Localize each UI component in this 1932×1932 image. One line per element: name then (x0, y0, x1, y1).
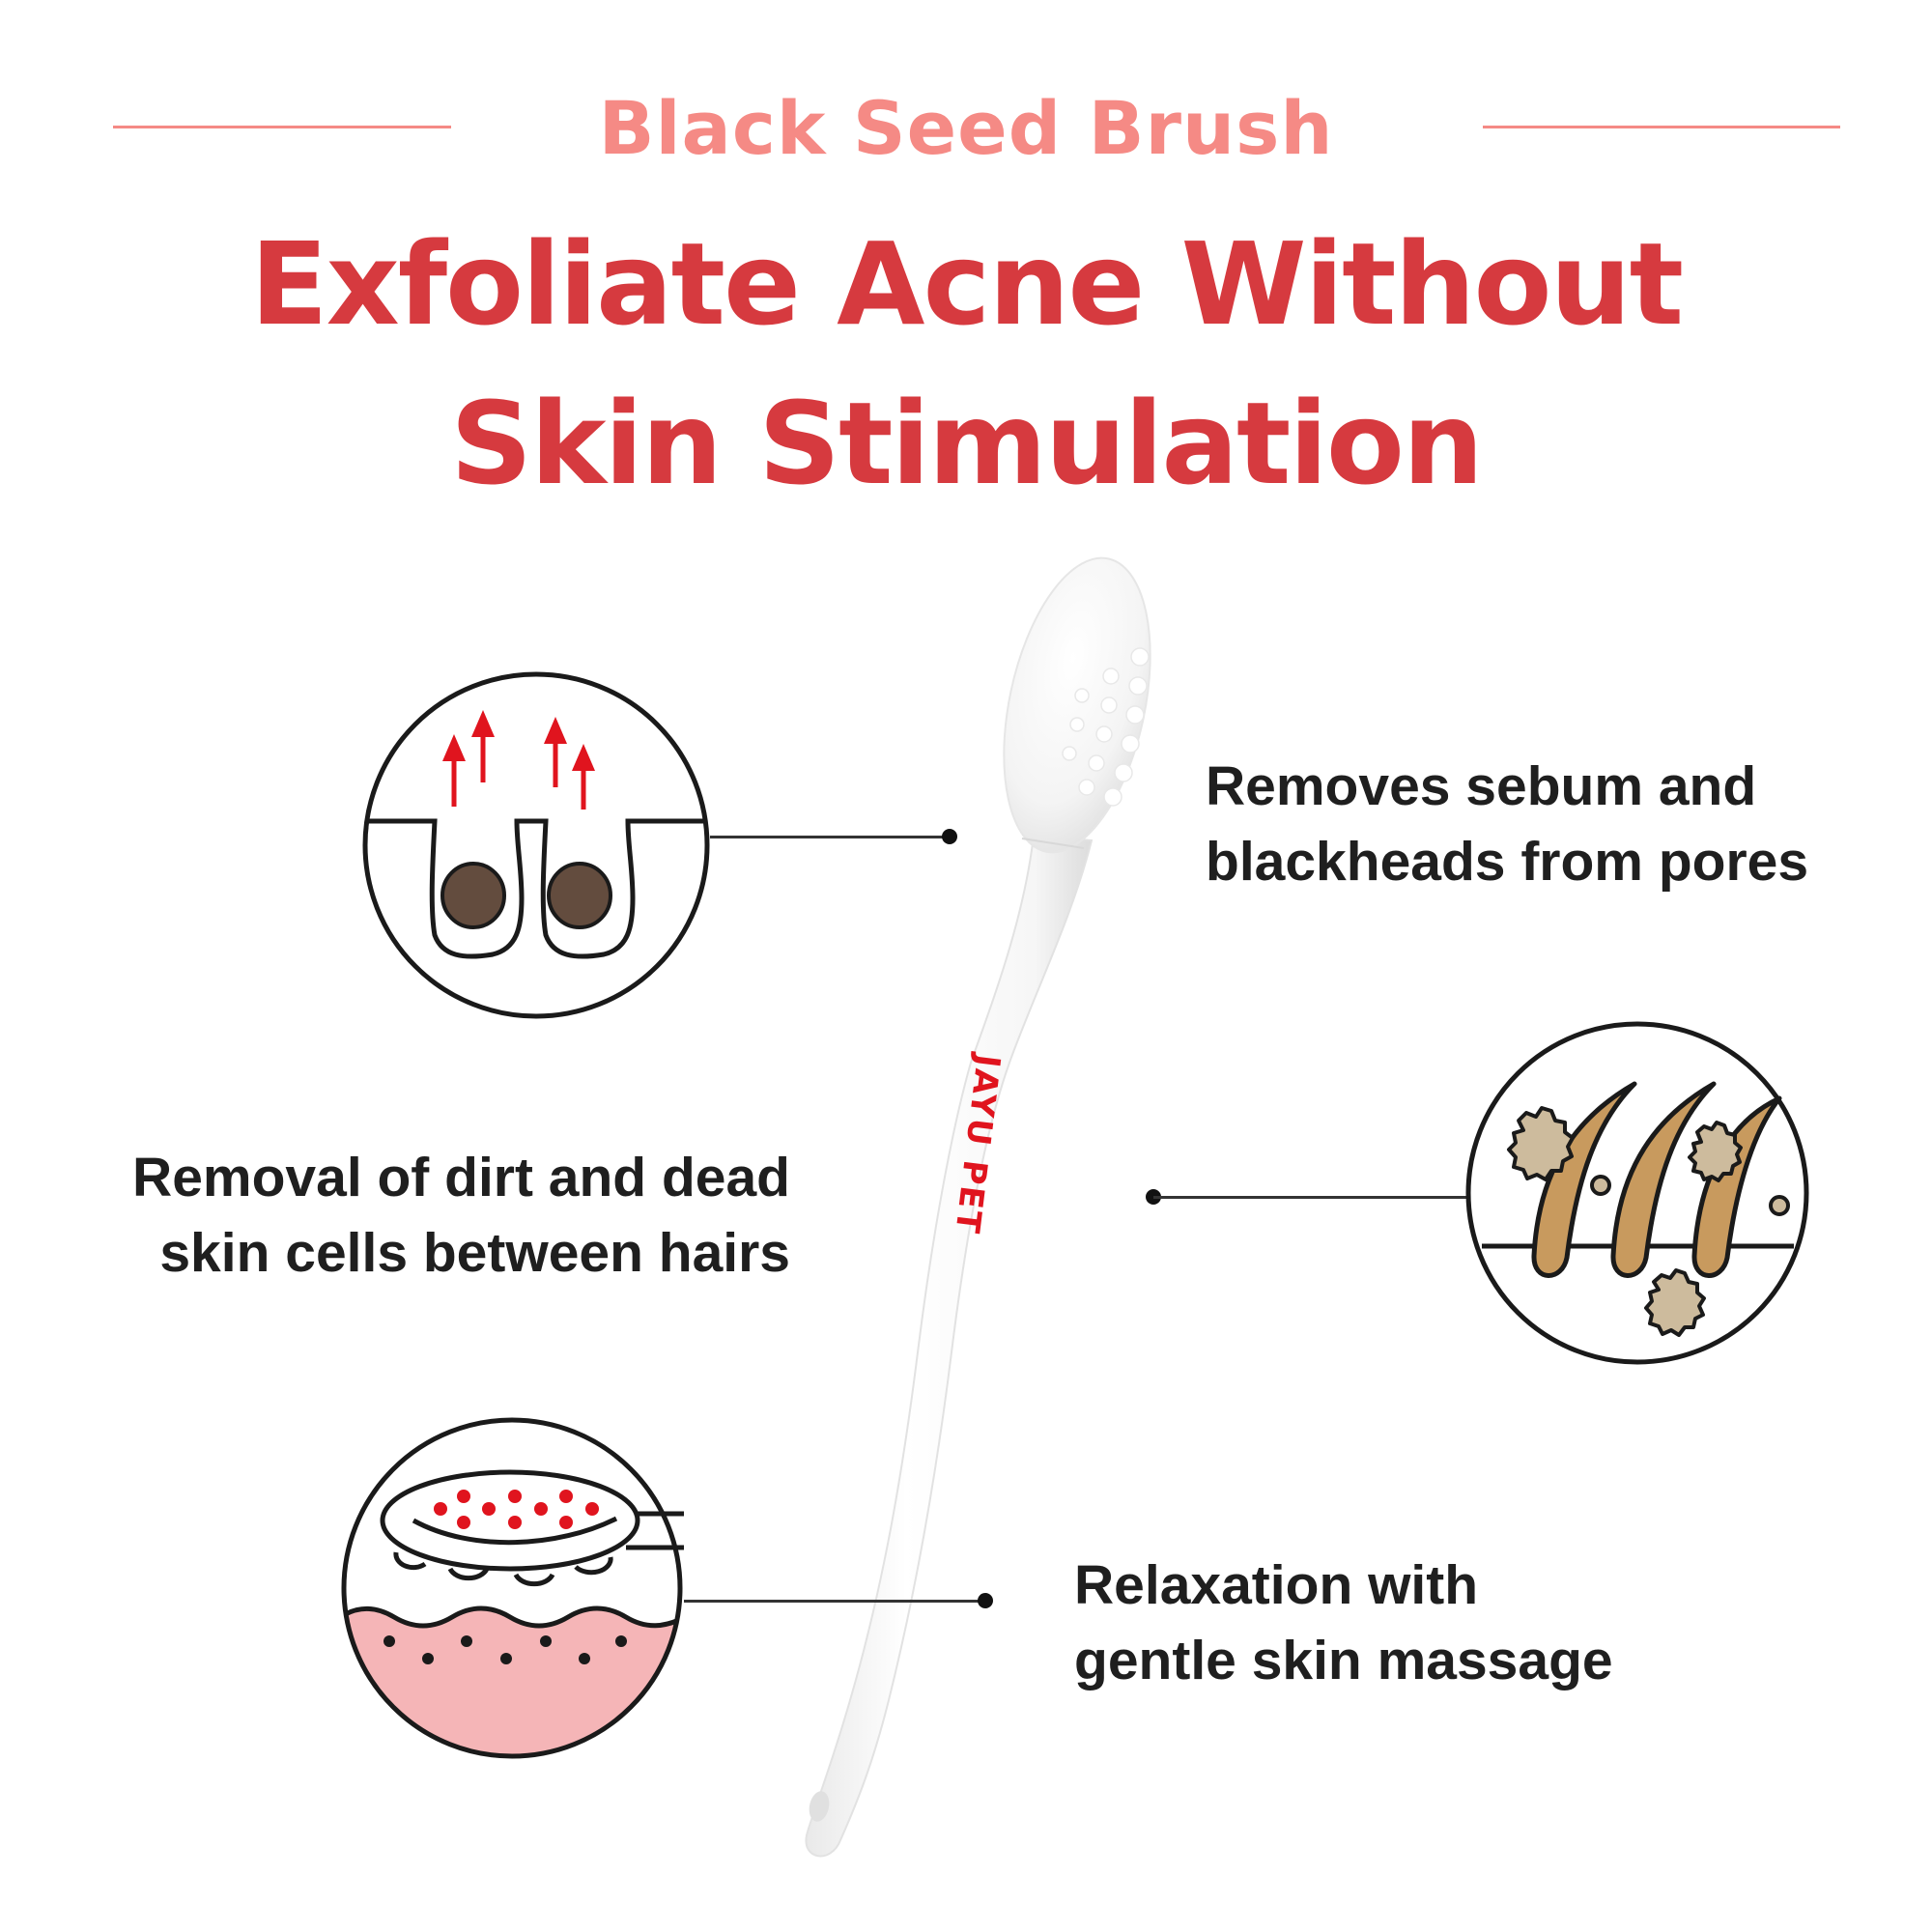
headline-line-2: Skin Stimulation (450, 377, 1484, 510)
pore-cleansing-icon (362, 671, 710, 1019)
feature-hair-text: Removal of dirt and dead skin cells betw… (87, 1140, 790, 1291)
feature-pores-text: Removes sebum and blackheads from pores (1206, 749, 1808, 899)
feature-massage-line2: gentle skin massage (1074, 1630, 1613, 1691)
up-arrow-icon (442, 710, 595, 810)
feature-hair-line2: skin cells between hairs (159, 1222, 790, 1284)
decorative-line-left (113, 126, 451, 128)
hair-dirt-icon (1465, 1021, 1809, 1365)
feature-hair-line1: Removal of dirt and dead (132, 1147, 790, 1208)
connector-line-1 (710, 836, 949, 838)
connector-line-2 (1153, 1196, 1472, 1199)
connector-dot-1 (942, 829, 957, 844)
skin-massage-icon (341, 1417, 684, 1759)
feature-massage-text: Relaxation with gentle skin massage (1074, 1548, 1613, 1698)
decorative-line-right (1483, 126, 1840, 128)
headline-line-1: Exfoliate Acne Without (249, 217, 1684, 351)
connector-line-3 (684, 1600, 985, 1603)
feature-pores-line2: blackheads from pores (1206, 831, 1809, 893)
product-subtitle: Black Seed Brush (598, 85, 1334, 171)
feature-pores-line1: Removes sebum and (1206, 755, 1757, 817)
feature-massage-line1: Relaxation with (1074, 1554, 1479, 1616)
connector-dot-3 (978, 1593, 993, 1608)
